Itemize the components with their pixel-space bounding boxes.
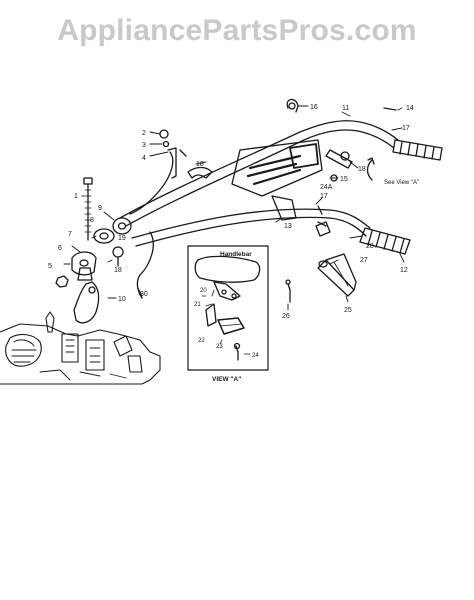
view-a-title: VIEW "A"	[212, 376, 241, 383]
callout-10: 10	[118, 296, 126, 303]
control-panel	[231, 139, 323, 197]
link-10	[73, 281, 100, 324]
see-view-label: See View "A"	[384, 180, 419, 186]
handlebar-upper-tube	[119, 120, 399, 219]
callout-6: 6	[58, 245, 62, 252]
clip-17	[315, 221, 331, 237]
callout-24: 24	[252, 353, 259, 359]
callout-16: 16	[310, 104, 318, 111]
upper-grip	[392, 139, 443, 161]
callout-21: 21	[194, 302, 201, 308]
callout-2: 2	[142, 130, 146, 137]
callout-30: 30	[140, 291, 148, 298]
screw-14	[383, 107, 397, 111]
callout-12: 12	[400, 267, 408, 274]
rod-4	[167, 147, 177, 179]
see-view-arrow	[366, 159, 373, 181]
screw-26	[287, 283, 291, 303]
handlebar-label: Handlebar	[220, 251, 252, 258]
control-lever-18	[325, 149, 353, 169]
bracket-assembly	[71, 217, 132, 281]
callout-9: 9	[98, 205, 102, 212]
callout-18-top: 18	[196, 161, 204, 168]
cable-clip-19	[187, 166, 213, 179]
callout-19: 19	[118, 235, 126, 242]
callout-1: 1	[74, 193, 78, 200]
callout-5: 5	[48, 263, 52, 270]
lever-25	[317, 253, 357, 297]
callout-22: 22	[198, 338, 205, 344]
callout-18-left: 18	[114, 267, 122, 274]
callout-11: 11	[342, 105, 349, 112]
callout-17-lower: 17	[320, 193, 328, 200]
callout-17-upper: 17	[402, 125, 410, 132]
callout-4: 4	[142, 155, 146, 162]
callout-28: 28	[366, 243, 374, 250]
cable-19	[129, 151, 174, 215]
handlebar-lower-tube	[131, 208, 371, 239]
engine-block	[0, 311, 161, 385]
callout-14: 14	[406, 105, 414, 112]
view-a-inset	[187, 245, 269, 371]
bracket-13	[271, 195, 297, 221]
callout-23: 23	[216, 344, 223, 350]
nut-5	[55, 275, 69, 288]
callout-24a: 24A	[320, 184, 333, 191]
callout-7: 7	[68, 231, 72, 238]
knob-2	[159, 129, 169, 139]
callout-13: 13	[284, 223, 292, 230]
watermark-text: AppliancePartsPros.com	[57, 14, 417, 47]
callout-labels: 1 2 3 4 5 6 7 8 9 10 11 12 13 14 15 16 1…	[48, 104, 419, 383]
callout-27: 27	[360, 257, 368, 264]
callout-15: 15	[340, 176, 348, 183]
lower-grip	[359, 227, 411, 255]
callout-8: 8	[90, 217, 94, 224]
bolt-1	[83, 177, 93, 241]
callout-26: 26	[282, 313, 290, 320]
callout-3: 3	[142, 142, 146, 149]
callout-20: 20	[200, 288, 207, 294]
leader-lines	[63, 105, 405, 311]
cable-20	[136, 231, 154, 299]
callout-25: 25	[344, 307, 352, 314]
washer-3	[162, 140, 170, 148]
callout-18-right: 18	[358, 166, 366, 173]
